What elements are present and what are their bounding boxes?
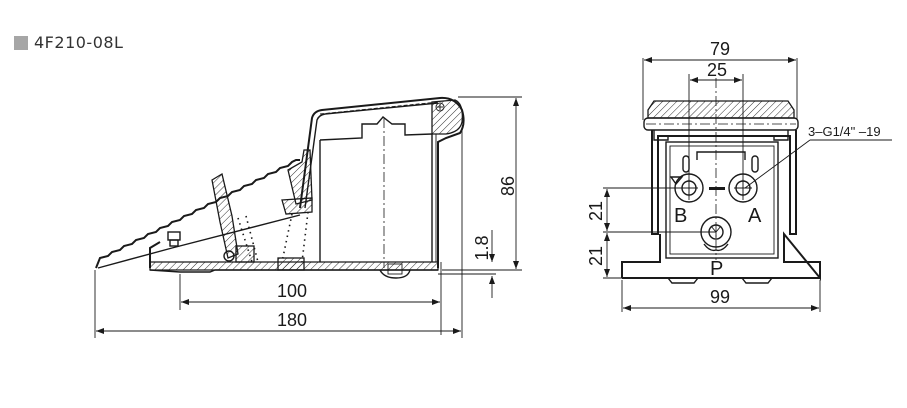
model-label: 4F210-08L bbox=[34, 33, 124, 52]
dim-height: 86 bbox=[498, 176, 518, 196]
pedal-lever bbox=[211, 172, 239, 259]
port-note-leader bbox=[744, 139, 811, 189]
dim-port-spacing: 25 bbox=[707, 60, 727, 80]
top-cover bbox=[647, 100, 795, 119]
port-b-label: B bbox=[674, 205, 687, 227]
port-a-label: A bbox=[748, 205, 762, 227]
dim-total-length: 180 bbox=[277, 310, 307, 330]
front-view: B A P 79 25 3–G1/4" –19 21 21 99 bbox=[586, 39, 892, 312]
dim-base-thickness: 1.8 bbox=[472, 235, 492, 260]
dim-port-height-lower: 21 bbox=[586, 246, 606, 266]
dim-base-length: 100 bbox=[277, 281, 307, 301]
title-marker-icon bbox=[14, 35, 28, 50]
hinge-pin bbox=[435, 102, 445, 112]
model-title: 4F210-08L bbox=[14, 33, 123, 52]
dim-base-width: 99 bbox=[710, 287, 730, 307]
port-thread-note: 3–G1/4" –19 bbox=[808, 124, 881, 139]
side-view: 86 1.8 100 180 bbox=[94, 96, 522, 338]
dim-port-height-upper: 21 bbox=[586, 201, 606, 221]
pedal-serrations bbox=[95, 159, 300, 269]
port-p-label: P bbox=[710, 258, 723, 280]
dim-top-width: 79 bbox=[710, 39, 730, 59]
